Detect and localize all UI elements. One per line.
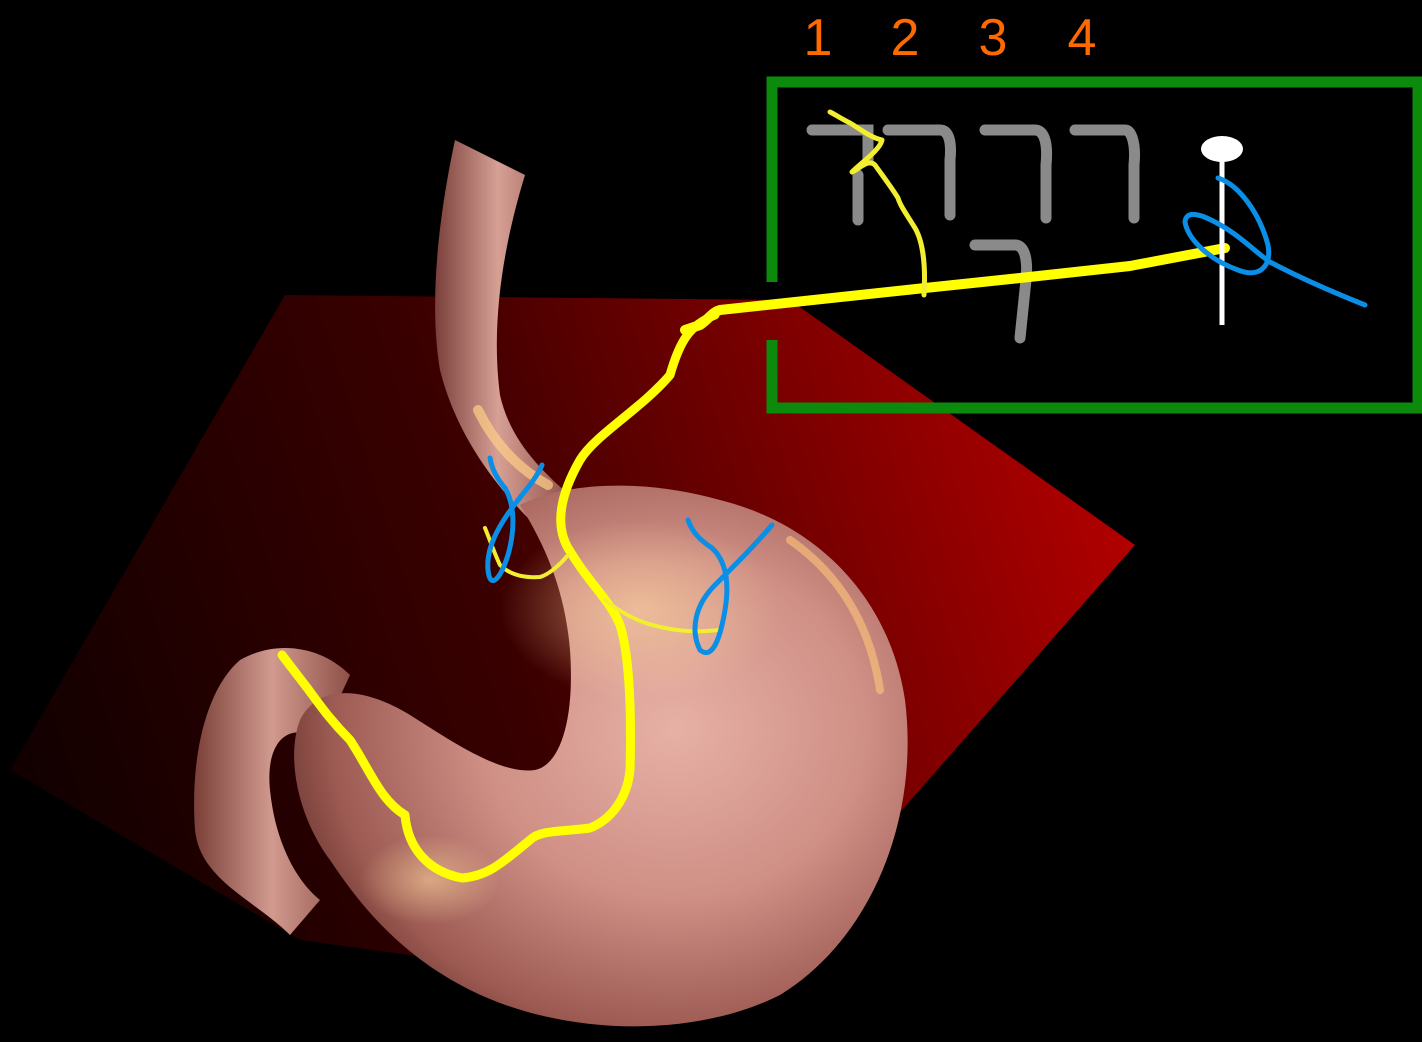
neuron-glyph-icon bbox=[985, 130, 1047, 218]
vagus-branch-inset bbox=[830, 112, 925, 295]
pin-marker-icon bbox=[1201, 136, 1243, 162]
stomach-highlight bbox=[500, 520, 780, 700]
layer-label-3: 3 bbox=[979, 9, 1008, 67]
stomach-highlight bbox=[360, 835, 500, 925]
neuron-glyph-icon bbox=[812, 130, 868, 220]
ganglion-loop-icon bbox=[1185, 178, 1365, 305]
layer-label-2: 2 bbox=[891, 9, 920, 67]
neuron-glyph-icon bbox=[1075, 130, 1135, 218]
layer-label-4: 4 bbox=[1068, 9, 1097, 67]
layer-label-1: 1 bbox=[804, 9, 833, 67]
neuron-glyph-icon bbox=[975, 245, 1027, 338]
